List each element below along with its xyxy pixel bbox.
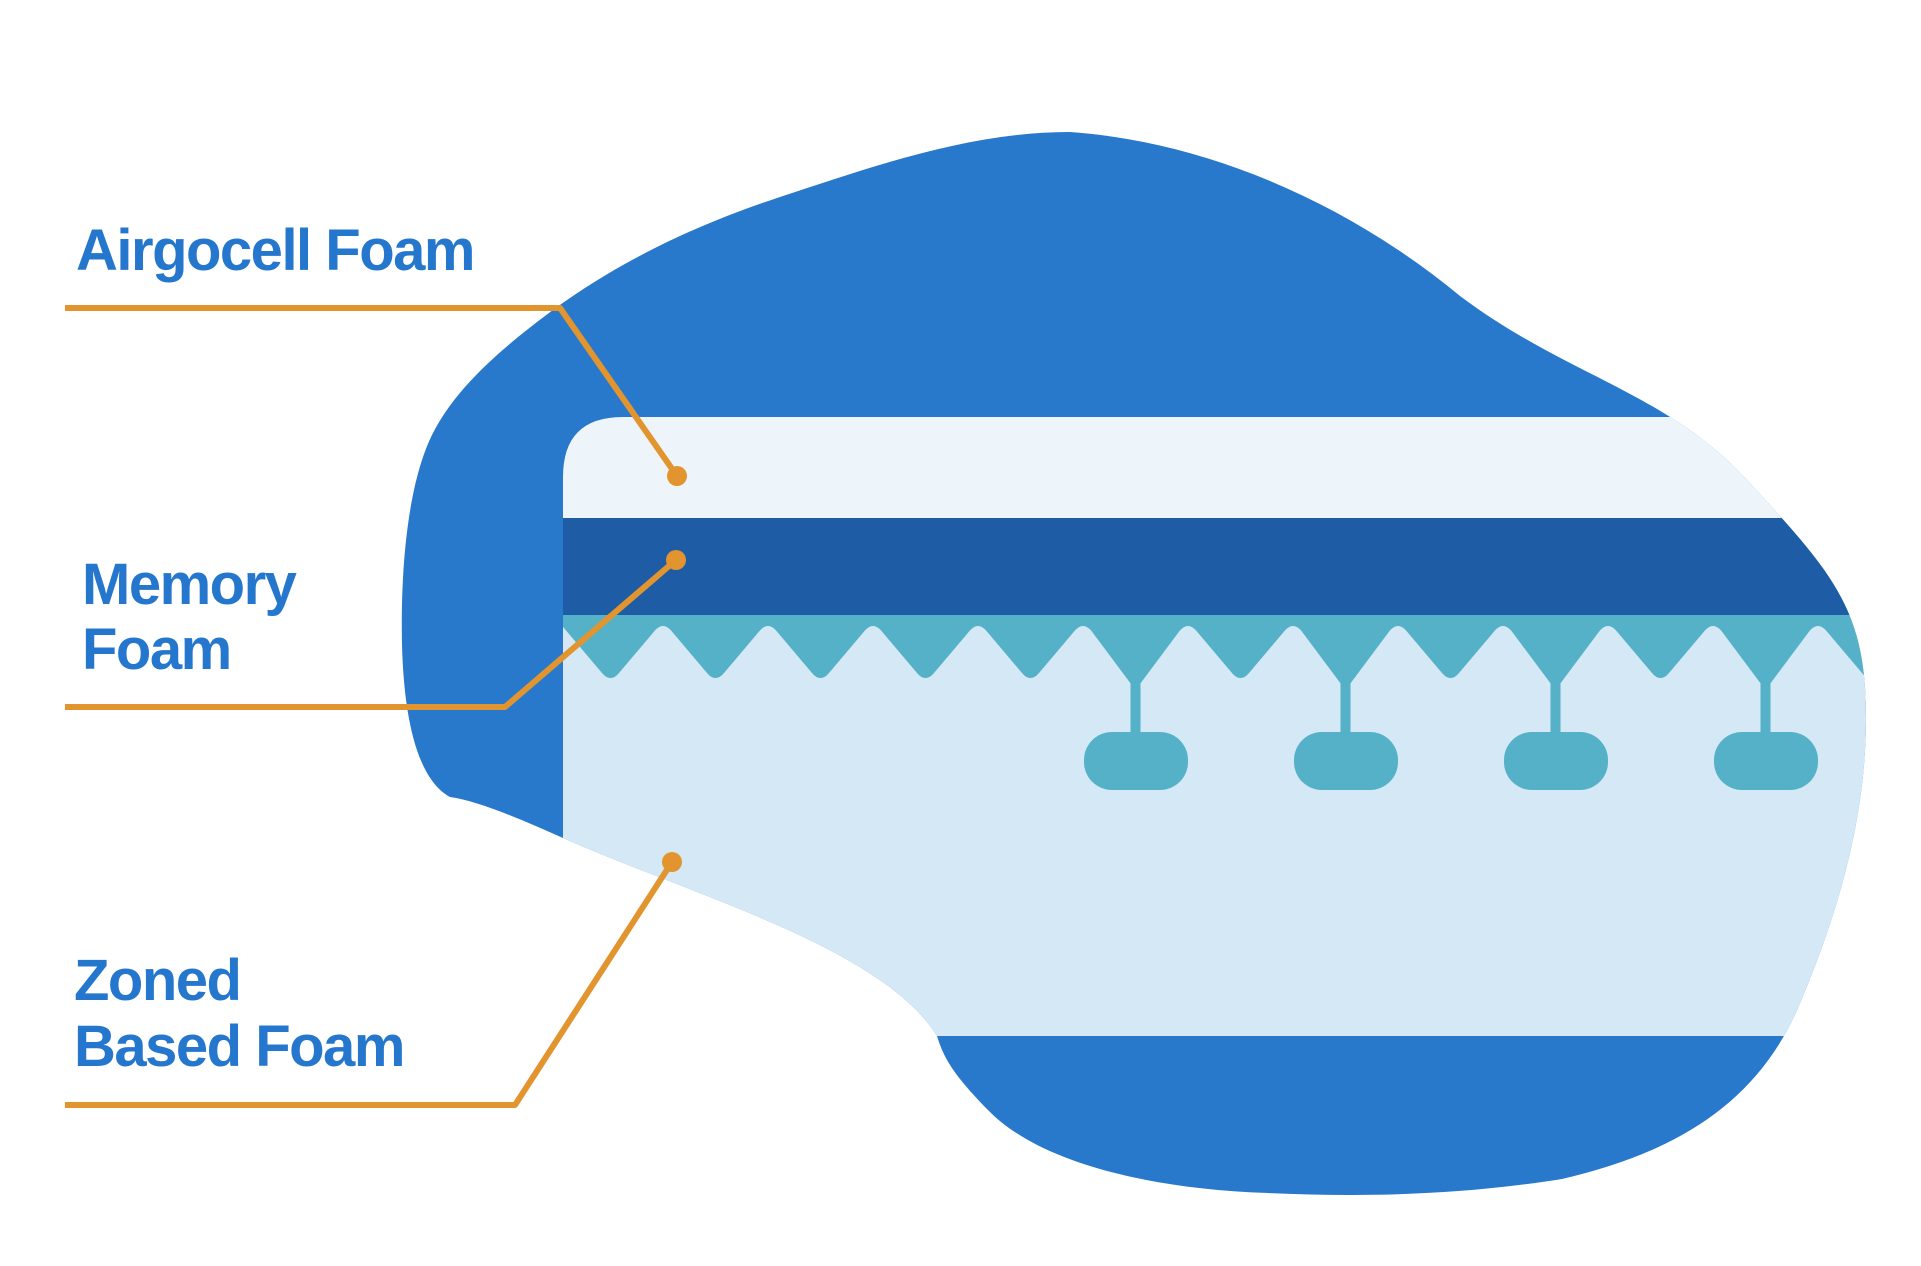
connector-dot-memory — [666, 550, 686, 570]
label-zoned-based-foam: Zoned Based Foam — [74, 948, 405, 1079]
layer-airgocell-foam — [563, 417, 1867, 518]
connector-line-zoned — [65, 860, 675, 1108]
label-memory-foam: Memory Foam — [82, 552, 297, 682]
support-pod — [1714, 732, 1818, 790]
mattress-cross-section — [563, 417, 1867, 1036]
connector-line-memory — [65, 557, 678, 710]
layer-zoned-foam — [563, 615, 1867, 1036]
connector-dot-zoned — [662, 852, 682, 872]
layer-memory-foam — [563, 518, 1867, 616]
label-airgocell-foam: Airgocell Foam — [76, 218, 475, 283]
support-pod — [1504, 732, 1608, 790]
connector-dot-airgocell — [667, 466, 687, 486]
connector-line-airgocell — [65, 305, 680, 478]
support-pod — [1084, 732, 1188, 790]
support-stem — [1130, 674, 1141, 736]
connector-lines — [65, 305, 687, 1108]
support-stem — [1340, 674, 1351, 736]
support-stem — [1550, 674, 1561, 736]
zigzag-band — [563, 615, 1867, 690]
zoned-support-pattern — [563, 615, 1867, 790]
support-stem — [1760, 674, 1771, 736]
support-pod — [1294, 732, 1398, 790]
